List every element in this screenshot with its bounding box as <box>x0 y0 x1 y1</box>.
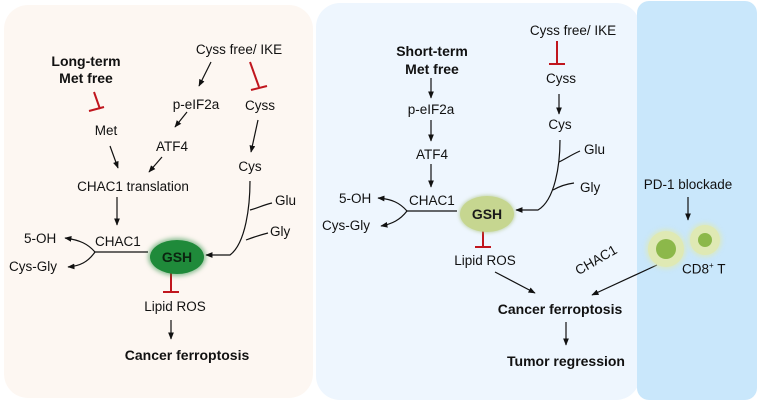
cd8-prefix: CD8 <box>682 261 710 277</box>
branch-glu <box>249 202 273 211</box>
arrow-cyss-to-peif2a <box>198 61 212 87</box>
panel-immunotherapy <box>637 1 757 400</box>
inhibit-cyss-left <box>249 61 268 91</box>
cys-gly-left: Cys-Gly <box>9 259 57 274</box>
atf4-left: ATF4 <box>155 139 189 154</box>
branch-gly-mid <box>552 182 575 191</box>
cys-mid: Cys <box>548 117 572 132</box>
atf4-mid: ATF4 <box>415 147 449 162</box>
long-term-title-line2: Met free <box>59 70 113 86</box>
five-oh-mid: 5-OH <box>339 191 372 206</box>
tumor-regression: Tumor regression <box>507 353 625 369</box>
cys-gly-mid: Cys-Gly <box>322 218 370 233</box>
cyss-left: Cyss <box>245 98 275 113</box>
arrow-met-to-chac1tr <box>109 145 119 169</box>
cd8-superscript: + <box>709 261 714 270</box>
long-term-title-line1: Long-term <box>51 53 121 69</box>
chac1-translation: CHAC1 translation <box>77 179 189 194</box>
cyss-free-ike-left: Cyss free/ IKE <box>195 42 283 57</box>
cd8-t-label: CD8+ T <box>682 262 725 276</box>
gly-mid: Gly <box>580 180 601 195</box>
gsh-node-mid: GSH <box>460 196 514 232</box>
cd8-t-cell-2-nucleus <box>698 233 712 247</box>
curve-cys-to-gsh-mid <box>515 139 561 213</box>
lipid-ros-left: Lipid ROS <box>144 299 206 314</box>
chac1-left: CHAC1 <box>95 234 141 249</box>
branch-gly <box>245 232 269 241</box>
inhibit-met-left <box>88 91 105 112</box>
arrow-peif2a-to-atf4 <box>174 111 188 128</box>
gly-left: Gly <box>270 224 291 239</box>
arrow-cyss-to-cys <box>249 119 259 153</box>
cyss-mid: Cyss <box>546 71 576 86</box>
lipid-ros-mid: Lipid ROS <box>454 253 516 268</box>
inhibit-lipidros-mid <box>475 229 491 248</box>
pd1-blockade: PD-1 blockade <box>643 177 733 192</box>
arrow-to-cysgly-left <box>67 251 96 270</box>
arrow-cd8-to-ferroptosis <box>591 264 658 296</box>
glu-mid: Glu <box>584 142 606 157</box>
gsh-label-left: GSH <box>161 249 193 265</box>
arrow-lipidros-to-ferroptosis-mid <box>494 271 536 294</box>
five-oh-left: 5-OH <box>24 231 57 246</box>
cd8-suffix: T <box>713 261 726 277</box>
short-term-title-line2: Met free <box>405 61 459 77</box>
branch-glu-mid <box>558 150 581 163</box>
cyss-free-ike-mid: Cyss free/ IKE <box>529 23 617 38</box>
arrow-to-cysgly-mid <box>380 210 408 228</box>
cd8-t-cell-1-nucleus <box>656 239 676 259</box>
curve-cys-to-gsh <box>205 180 251 258</box>
cancer-ferroptosis-mid: Cancer ferroptosis <box>497 301 623 317</box>
gsh-node-left: GSH <box>150 240 204 274</box>
inhibit-lipidros-left <box>163 273 179 293</box>
gsh-label-mid: GSH <box>471 206 503 222</box>
cancer-ferroptosis-left: Cancer ferroptosis <box>124 347 250 363</box>
peif2a-left: p-eIF2a <box>172 97 220 112</box>
arrow-to-5oh-left <box>64 236 96 253</box>
inhibit-cyss-mid <box>549 41 565 65</box>
panel-long-term-met-free <box>4 5 313 398</box>
chac1-mid: CHAC1 <box>409 193 455 208</box>
arrow-to-5oh-mid <box>377 195 408 212</box>
met-left: Met <box>94 123 118 138</box>
peif2a-mid: p-eIF2a <box>407 102 455 117</box>
arrow-atf4-to-chac1tr <box>148 156 163 173</box>
cys-left: Cys <box>238 159 262 174</box>
glu-left: Glu <box>275 193 297 208</box>
short-term-title-line1: Short-term <box>396 43 468 59</box>
